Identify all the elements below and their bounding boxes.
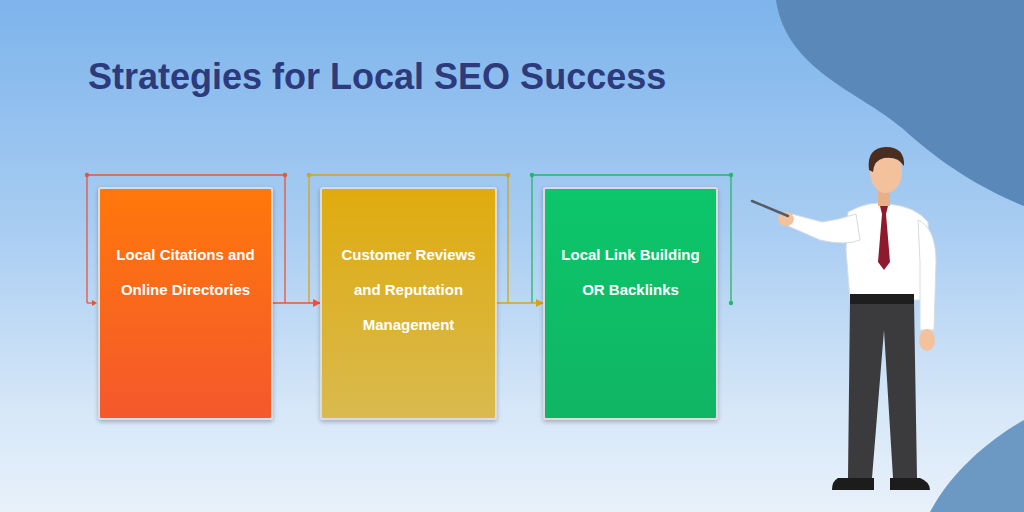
presenter-figure (752, 147, 936, 490)
shoe (890, 478, 930, 490)
strategy-box: Local Citations and Online Directories (98, 187, 273, 420)
pointer-stick (752, 201, 788, 216)
corner-dot (307, 173, 311, 177)
strategy-box: Local Link Building OR Backlinks (543, 187, 718, 420)
shoe (832, 478, 874, 490)
arrow-tip (92, 300, 97, 306)
corner-blob (930, 420, 1024, 512)
box-label: Local Link Building OR Backlinks (545, 189, 716, 315)
trousers (848, 300, 917, 478)
hair (869, 147, 904, 172)
arm (918, 220, 936, 330)
strategy-box: Customer Reviews and Reputation Manageme… (320, 187, 497, 420)
arm (788, 214, 860, 243)
hand (919, 329, 935, 351)
corner-dot (85, 173, 89, 177)
flow-arrow (273, 302, 320, 303)
corner-dot (530, 173, 534, 177)
diagram-title: Strategies for Local SEO Success (88, 56, 666, 98)
corner-dot (729, 173, 733, 177)
corner-dot (506, 173, 510, 177)
corner-blob (776, 0, 1024, 206)
corner-dot (283, 173, 287, 177)
tie (878, 206, 890, 270)
box-label: Local Citations and Online Directories (100, 189, 271, 315)
flow-arrow (497, 302, 543, 303)
belt (850, 294, 914, 304)
corner-dot (729, 301, 733, 305)
box-label: Customer Reviews and Reputation Manageme… (322, 189, 495, 350)
